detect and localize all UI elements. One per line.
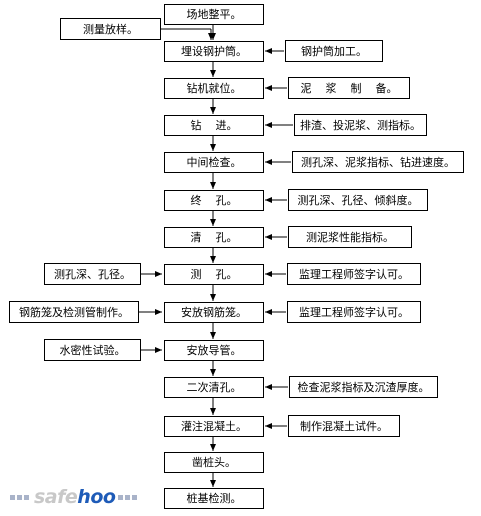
side-mud: 泥 浆 制 备。 <box>288 77 410 99</box>
side-cage-left: 钢筋笼及检测管制作。 <box>9 301 139 323</box>
side-tube: 水密性试验。 <box>44 339 141 361</box>
side-survey: 测量放样。 <box>60 18 161 40</box>
step-chip-pile-head: 凿桩头。 <box>164 452 264 473</box>
step-measure-hole: 测 孔。 <box>164 264 264 285</box>
side-cage-right: 监理工程师签字认可。 <box>287 301 421 323</box>
side-concrete: 制作混凝土试件。 <box>288 415 400 437</box>
step-final-hole: 终 孔。 <box>164 190 264 211</box>
step-drilling: 钻 进。 <box>164 115 264 136</box>
step-site-leveling: 场地整平。 <box>164 4 264 25</box>
step-second-clean: 二次清孔。 <box>164 377 264 398</box>
step-embed-casing: 埋设钢护筒。 <box>164 41 264 62</box>
side-mid: 测孔深、泥浆指标、钻进速度。 <box>292 151 464 173</box>
side-clean: 测泥浆性能指标。 <box>288 226 412 248</box>
step-mid-check: 中间检查。 <box>164 152 264 173</box>
watermark-logo: safehoo <box>10 486 139 508</box>
side-measure-right: 监理工程师签字认可。 <box>287 263 421 285</box>
step-clean-hole: 清 孔。 <box>164 227 264 248</box>
step-pour-concrete: 灌注混凝土。 <box>164 416 264 437</box>
step-rig-position: 钻机就位。 <box>164 78 264 99</box>
step-place-cage: 安放钢筋笼。 <box>164 302 264 323</box>
side-clean2: 检查泥浆指标及沉渣厚度。 <box>289 376 438 398</box>
watermark-part2: hoo <box>77 486 116 508</box>
side-measure-left: 测孔深、孔径。 <box>44 263 141 285</box>
watermark-part1: safe <box>34 486 78 508</box>
side-drill: 排渣、投泥浆、测指标。 <box>294 114 427 136</box>
side-final: 测孔深、孔径、倾斜度。 <box>288 189 428 211</box>
side-casing: 钢护筒加工。 <box>285 40 383 62</box>
step-place-tube: 安放导管。 <box>164 340 264 361</box>
step-pile-test: 桩基检测。 <box>164 488 264 509</box>
